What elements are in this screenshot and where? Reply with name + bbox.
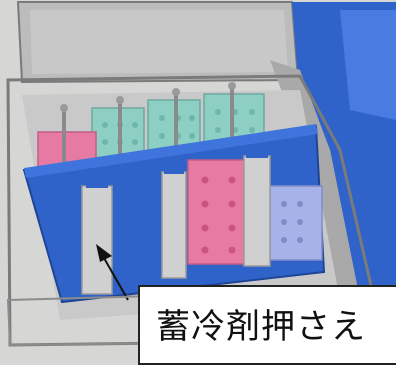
cold-pack-lavender-front — [269, 185, 323, 261]
holder-bars — [81, 155, 271, 295]
callout-label: 蓄冷剤押さえ — [156, 307, 366, 347]
holder-bar-1 — [81, 185, 113, 295]
holder-bar-tabs — [86, 146, 268, 188]
lavender-pack-dots — [281, 201, 303, 243]
front-top-rail — [24, 124, 318, 178]
pointer-arrow-line — [103, 257, 129, 301]
holder-bar-3 — [243, 155, 271, 267]
pointer-arrow-head — [96, 244, 112, 262]
lid-back-inner — [30, 10, 288, 74]
right-blue-wall-shade — [340, 10, 396, 120]
callout-box: 蓄冷剤押さえ — [138, 285, 396, 365]
holder-rod-caps — [60, 82, 236, 112]
cold-pack-pink-front — [187, 159, 251, 265]
holder-bar-2 — [161, 171, 187, 279]
pink-pack-dots — [201, 176, 236, 254]
